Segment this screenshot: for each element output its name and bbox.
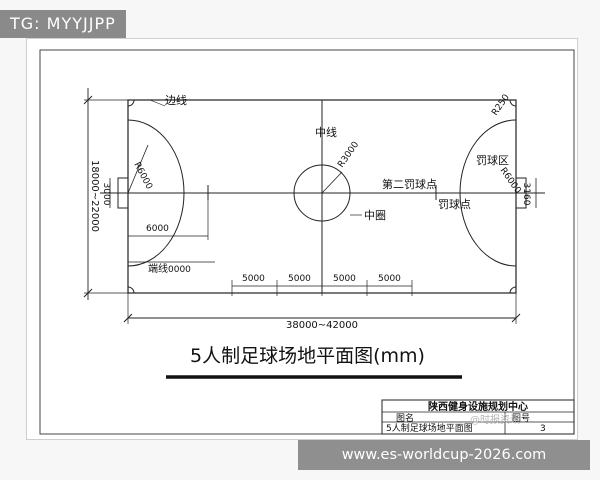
drawing-sheet xyxy=(26,38,578,440)
title-block-watermark: @时报资讯 xyxy=(470,413,520,426)
penalty-mark-label: 罚球点 xyxy=(438,197,471,211)
drawing-frame xyxy=(39,49,575,435)
title-block xyxy=(381,399,575,435)
r3000-leader xyxy=(321,171,343,194)
title-block-name: 5人制足球场地平面图 xyxy=(386,422,473,434)
penalty-area-label: 罚球区 xyxy=(476,153,509,167)
right-goal xyxy=(515,177,527,209)
second-penalty-label: 第二罚球点 xyxy=(382,177,437,191)
title-block-org: 陕西健身设施规划中心 xyxy=(428,400,528,413)
r6000-right-label: R6000 xyxy=(498,166,523,196)
seg-dim-1: 5000 xyxy=(242,274,265,284)
watermark-url-overlay: www.es-worldcup-2026.com xyxy=(298,440,590,470)
dim-0000-label: 0000 xyxy=(168,265,191,275)
title-block-no: 3 xyxy=(540,424,546,434)
center-circle xyxy=(293,164,351,222)
title-block-no-label: 图号 xyxy=(512,413,530,424)
center-line-label: 中线 xyxy=(315,125,337,139)
tg-tag-overlay: TG: MYYJJPP xyxy=(0,10,126,38)
width-dim-label: 18000~22000 xyxy=(89,160,100,232)
drawing-title: 5人制足球场地平面图(mm) xyxy=(190,345,425,367)
end-line-label: 端线 xyxy=(148,262,168,275)
goal-dim-label: 3000 xyxy=(101,183,111,206)
center-circle-label: 中圈 xyxy=(364,209,386,222)
length-dim-label: 38000~42000 xyxy=(286,320,358,331)
right-penalty-area xyxy=(459,119,517,267)
goal-dim-label-right: 3160 xyxy=(521,183,531,206)
seg-dim-4: 5000 xyxy=(378,274,401,284)
seg-dim-2: 5000 xyxy=(288,274,311,284)
r250-label: R250 xyxy=(490,93,512,118)
dim-6000-label: 6000 xyxy=(146,224,169,234)
r3000-label: R3000 xyxy=(336,140,361,170)
seg-dim-3: 5000 xyxy=(333,274,356,284)
title-block-name-label: 图名 xyxy=(396,412,414,424)
left-penalty-area xyxy=(127,119,185,267)
sideline-label: 边线 xyxy=(165,93,187,107)
